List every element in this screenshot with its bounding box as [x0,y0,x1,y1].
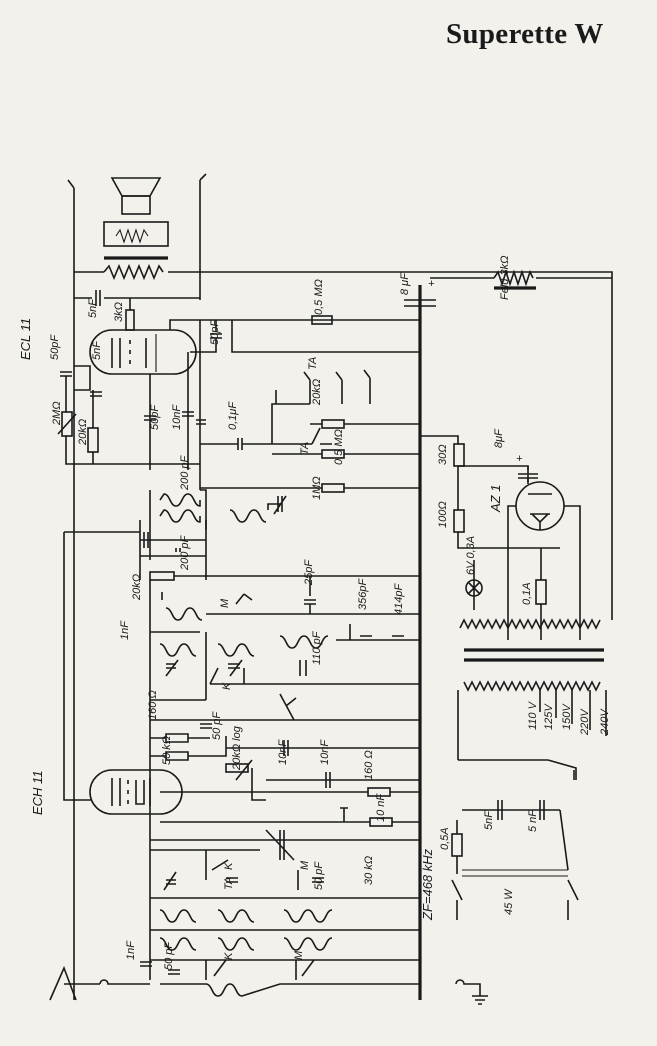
label-c-414pF: 414pF [393,583,405,615]
label-c-10nF-c: 10nF [319,739,331,765]
label-c-10nF-a: 10nF [171,404,183,430]
label-tube-ech11: ECH 11 [30,770,45,815]
label-r-0.5M-a: 0,5 MΩ [313,279,325,315]
label-r-160-b: 160 Ω [363,750,375,780]
label-ta-b: TA [299,442,311,455]
label-r-160-a: 160 Ω [147,690,159,720]
component-labels: ECL 11 ECH 11 AZ 1 ZF=468 kHz 45 W 5nF 3kΩ 50pF… [18,256,611,970]
label-c-5nF-c: 5nF [483,810,495,830]
label-plus-a: + [428,278,435,290]
label-c-10nF-d: 10 nF [375,793,387,822]
label-c-356pF: 356pF [357,578,369,610]
label-v-125: 125V [543,703,555,730]
label-r-3k-a: 3kΩ [113,302,125,322]
label-c-110pF: 110 pF [311,630,323,665]
label-v-110: 110 V [527,700,539,730]
label-r-20k-log: 20kΩ log [231,725,243,771]
label-r-20k-b: 20kΩ [311,379,323,406]
label-c-50pF-a: 50pF [49,334,61,360]
label-c-8uF-b: 8μF [493,428,505,448]
label-c-5nF-a: 5nF [87,298,99,318]
label-c-50pF-f: 50 pF [163,941,175,970]
label-r-30k: 30 kΩ [363,856,375,885]
label-c-50pF-d: 50 pF [211,711,223,740]
label-sw-m-c: M [293,950,305,960]
label-c-50pF-b: 50pF [209,319,221,345]
label-r-20k-c: 20kΩ [131,574,143,601]
label-tube-ecl11: ECL 11 [18,318,33,360]
label-field-coil: Feld 3kΩ [499,256,511,300]
label-sw-m-a: M [219,598,231,608]
label-sw-k-c: K [223,952,235,960]
label-c-200pF-a: 200 pF [179,454,191,491]
label-sw-k-b: K [223,862,235,870]
tube-ech11-symbol [89,769,183,815]
label-c-0.1uF: 0,1μF [227,401,239,430]
document-title: Superette W [446,18,604,50]
label-c-10nF-b: 10nF [277,739,289,765]
label-c-50pF-c: 50pF [149,404,161,430]
label-c-1nF-b: 1nF [125,940,137,960]
tube-az1-symbol [515,481,565,531]
label-sw-ta-b: TA [223,877,235,890]
label-c-5nF-b: 5nF [91,340,103,360]
label-lamp: 6V 0,3A [465,536,477,575]
label-r-20k-a: 20kΩ [77,419,89,446]
label-plus-b: + [516,453,523,465]
label-sw-m-b: M [299,860,311,870]
label-c-200pF-b: 200 pF [179,534,191,571]
label-ta-a: TA [307,357,319,370]
label-r-50k: 50 kΩ [161,736,173,765]
label-c-8uF-a: 8 μF [399,272,411,295]
label-c-5nF-d: 5 nF [527,809,539,832]
label-power-45w: 45 W [503,888,515,915]
label-tube-az1: AZ 1 [488,485,503,513]
label-sw-k-a: K [221,682,233,690]
label-fuse-0.5A: 0,5A [439,827,451,850]
label-v-240: 240V [599,708,611,736]
label-fuse-0.1A: 0,1A [521,582,533,605]
label-c-1nF-a: 1nF [119,620,131,640]
label-r-0.5M-b: 0,5 MΩ [333,429,345,465]
label-r-30: 30Ω [437,444,449,465]
label-r-100: 100Ω [437,501,449,528]
loudspeaker [103,177,169,247]
label-v-220: 220V [579,708,591,736]
tube-ecl11-symbol [89,329,197,375]
label-c-25pF: 25pF [303,559,315,586]
label-r-2M: 2MΩ [51,401,63,426]
label-r-1M: 1MΩ [311,476,323,500]
label-v-150: 150V [561,703,573,730]
label-c-50pF-e: 50 pF [313,861,325,890]
label-if-freq: ZF=468 kHz [420,848,435,921]
